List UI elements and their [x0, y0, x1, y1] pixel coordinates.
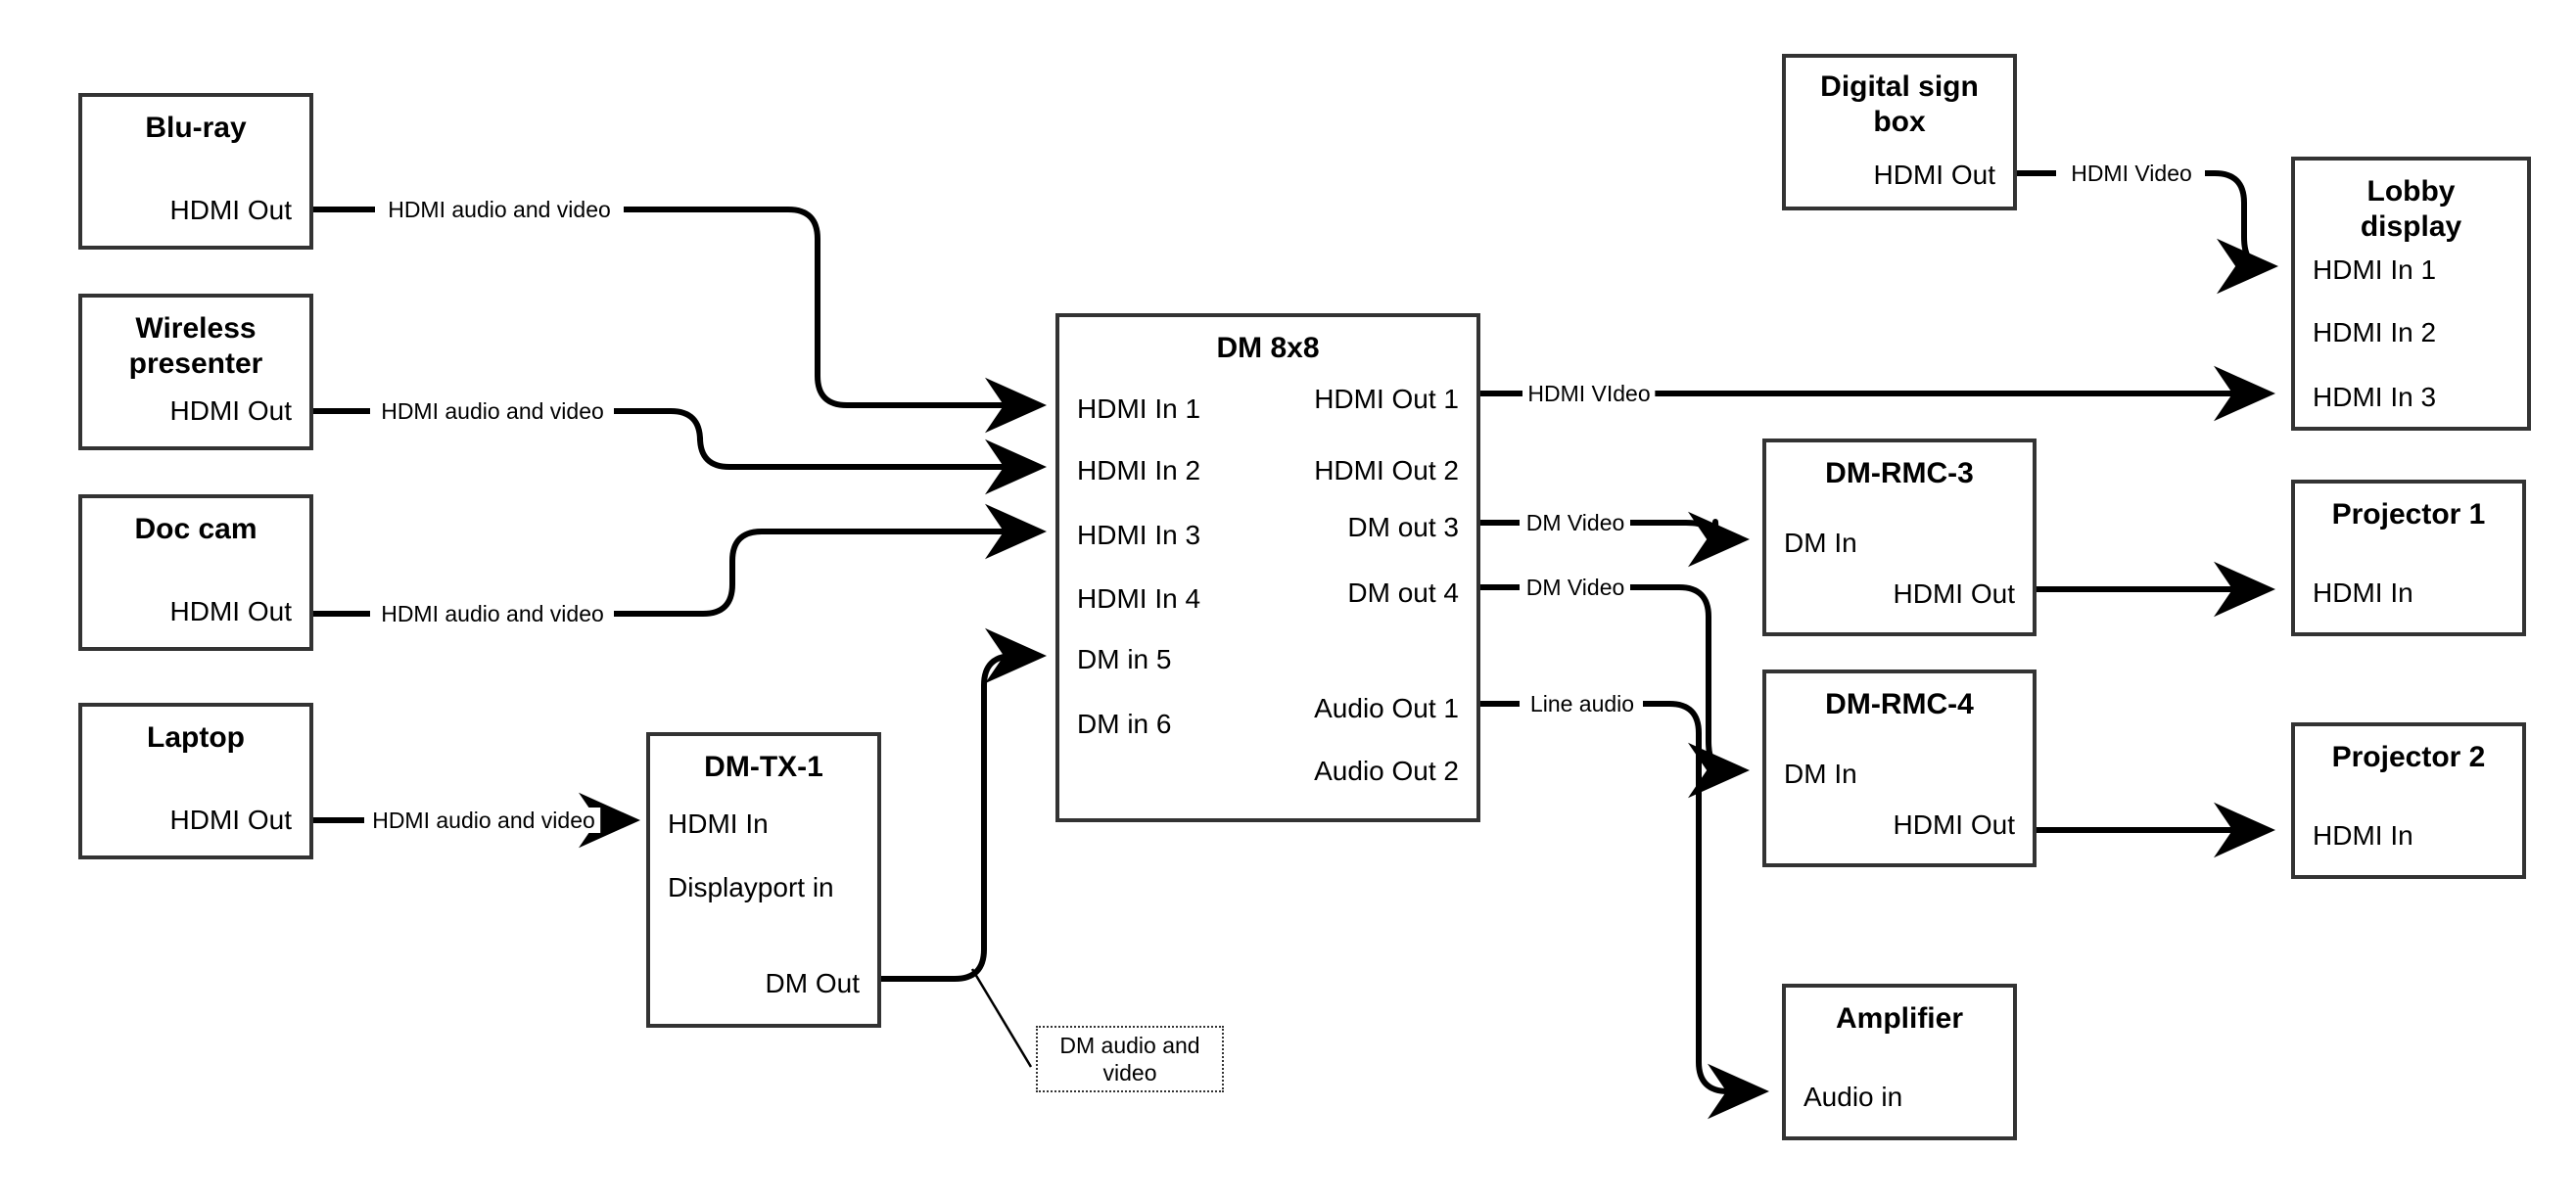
port-lobby-display-hdmi-in-3[interactable]: HDMI In 3: [2313, 382, 2437, 412]
port-dm-8x8-hdmi-in-4[interactable]: HDMI In 4: [1077, 583, 1201, 614]
node-title-wireless-presenter: Wireless presenter: [128, 312, 263, 380]
node-title-digital-sign-box: Digital sign box: [1820, 70, 1979, 138]
port-dm-rmc-3-dm-in[interactable]: DM In: [1784, 528, 1857, 558]
port-dm-tx-1-hdmi-in[interactable]: HDMI In: [668, 808, 769, 839]
wire-label-dm8x8-dmout3: DM Video: [1521, 510, 1630, 535]
port-dm-8x8-dm-in-6[interactable]: DM in 6: [1077, 709, 1172, 739]
annotation-leader-line: [970, 968, 1033, 1068]
wire-label-laptop-to-dmtx1: HDMI audio and video: [367, 808, 600, 833]
port-lobby-display-hdmi-in-2[interactable]: HDMI In 2: [2313, 317, 2437, 347]
node-title-blu-ray: Blu-ray: [145, 112, 247, 144]
port-projector-1-hdmi-in[interactable]: HDMI In: [2313, 577, 2413, 608]
node-title-dm-rmc-3: DM-RMC-3: [1825, 457, 1974, 489]
node-title-dm-tx-1: DM-TX-1: [704, 751, 823, 783]
port-dm-8x8-hdmi-out-2[interactable]: HDMI Out 2: [1314, 455, 1459, 485]
node-amplifier[interactable]: Amplifier Audio in: [1782, 984, 2017, 1140]
port-dm-8x8-dm-in-5[interactable]: DM in 5: [1077, 644, 1172, 674]
wire-dm8x8-audioout1-to-amp-b: [1643, 701, 1769, 1120]
port-dm-8x8-dm-out-3[interactable]: DM out 3: [1347, 512, 1459, 542]
node-title-projector-2: Projector 2: [2331, 741, 2486, 773]
wire-label-dm8x8-dmout4: DM Video: [1521, 575, 1630, 600]
port-blu-ray-hdmi-out[interactable]: HDMI Out: [169, 195, 292, 225]
port-dm-rmc-4-hdmi-out[interactable]: HDMI Out: [1893, 809, 2015, 840]
port-digital-sign-box-hdmi-out[interactable]: HDMI Out: [1873, 160, 1995, 190]
node-dm-8x8[interactable]: DM 8x8 HDMI In 1 HDMI In 2 HDMI In 3 HDM…: [1055, 313, 1480, 822]
wire-sign-to-lobby-b: [2205, 170, 2278, 295]
port-amplifier-audio-in[interactable]: Audio in: [1803, 1082, 1903, 1112]
wire-label-dm8x8-hdmiout1: HDMI VIdeo: [1522, 381, 1656, 406]
wire-dmtx1-to-dm8x8: [881, 627, 1047, 982]
node-lobby-display[interactable]: Lobby display HDMI In 1 HDMI In 2 HDMI I…: [2291, 157, 2531, 431]
node-dm-rmc-3[interactable]: DM-RMC-3 DM In HDMI Out: [1762, 439, 2037, 636]
node-title-amplifier: Amplifier: [1835, 1002, 1964, 1035]
node-doc-cam[interactable]: Doc cam HDMI Out: [78, 494, 313, 651]
port-doc-cam-hdmi-out[interactable]: HDMI Out: [169, 596, 292, 626]
wire-dm8x8-dmout4-to-rmc4-b: [1630, 584, 1750, 799]
port-dm-8x8-hdmi-in-1[interactable]: HDMI In 1: [1077, 393, 1201, 424]
port-laptop-hdmi-out[interactable]: HDMI Out: [169, 805, 292, 835]
wire-dm8x8-dmout3-to-rmc3-b: [1630, 511, 1750, 568]
node-title-dm-8x8: DM 8x8: [1216, 332, 1320, 364]
node-laptop[interactable]: Laptop HDMI Out: [78, 703, 313, 859]
node-title-projector-1: Projector 1: [2331, 498, 2486, 531]
port-dm-rmc-4-dm-in[interactable]: DM In: [1784, 759, 1857, 789]
wire-doccam-to-dm8x8-b: [614, 503, 1047, 617]
node-title-lobby-display: Lobby display: [2360, 175, 2462, 243]
wire-label-dm8x8-audioout1: Line audio: [1524, 691, 1640, 716]
node-wireless-presenter[interactable]: Wireless presenter HDMI Out: [78, 294, 313, 450]
port-dm-tx-1-displayport-in[interactable]: Displayport in: [668, 872, 834, 902]
node-dm-rmc-4[interactable]: DM-RMC-4 DM In HDMI Out: [1762, 670, 2037, 867]
node-projector-2[interactable]: Projector 2 HDMI In: [2291, 722, 2526, 879]
node-title-dm-rmc-4: DM-RMC-4: [1825, 688, 1974, 720]
wire-label-sign-to-lobby: HDMI Video: [2066, 161, 2197, 186]
port-dm-8x8-hdmi-in-3[interactable]: HDMI In 3: [1077, 520, 1201, 550]
wire-wireless-to-dm8x8-b: [614, 408, 1047, 495]
node-projector-1[interactable]: Projector 1 HDMI In: [2291, 480, 2526, 636]
port-wireless-presenter-hdmi-out[interactable]: HDMI Out: [169, 395, 292, 426]
annotation-dm-audio-and-video: DM audio and video: [1036, 1026, 1224, 1092]
wire-label-blu-ray-to-dm8x8: HDMI audio and video: [383, 197, 616, 222]
node-dm-tx-1[interactable]: DM-TX-1 HDMI In Displayport in DM Out: [646, 732, 881, 1028]
node-title-doc-cam: Doc cam: [134, 513, 258, 545]
port-dm-8x8-hdmi-in-2[interactable]: HDMI In 2: [1077, 455, 1201, 485]
port-lobby-display-hdmi-in-1[interactable]: HDMI In 1: [2313, 254, 2437, 285]
port-dm-rmc-3-hdmi-out[interactable]: HDMI Out: [1893, 578, 2015, 609]
port-dm-8x8-hdmi-out-1[interactable]: HDMI Out 1: [1314, 384, 1459, 414]
wire-label-doccam-to-dm8x8: HDMI audio and video: [376, 601, 609, 626]
port-dm-8x8-dm-out-4[interactable]: DM out 4: [1347, 577, 1459, 608]
port-projector-2-hdmi-in[interactable]: HDMI In: [2313, 820, 2413, 851]
node-digital-sign-box[interactable]: Digital sign box HDMI Out: [1782, 54, 2017, 210]
port-dm-8x8-audio-out-2[interactable]: Audio Out 2: [1314, 756, 1459, 786]
node-title-laptop: Laptop: [147, 721, 245, 754]
port-dm-tx-1-dm-out[interactable]: DM Out: [765, 968, 860, 998]
wire-blu-ray-to-dm8x8-b: [624, 207, 1047, 434]
node-blu-ray[interactable]: Blu-ray HDMI Out: [78, 93, 313, 250]
port-dm-8x8-audio-out-1[interactable]: Audio Out 1: [1314, 693, 1459, 723]
wire-label-wireless-to-dm8x8: HDMI audio and video: [376, 398, 609, 424]
